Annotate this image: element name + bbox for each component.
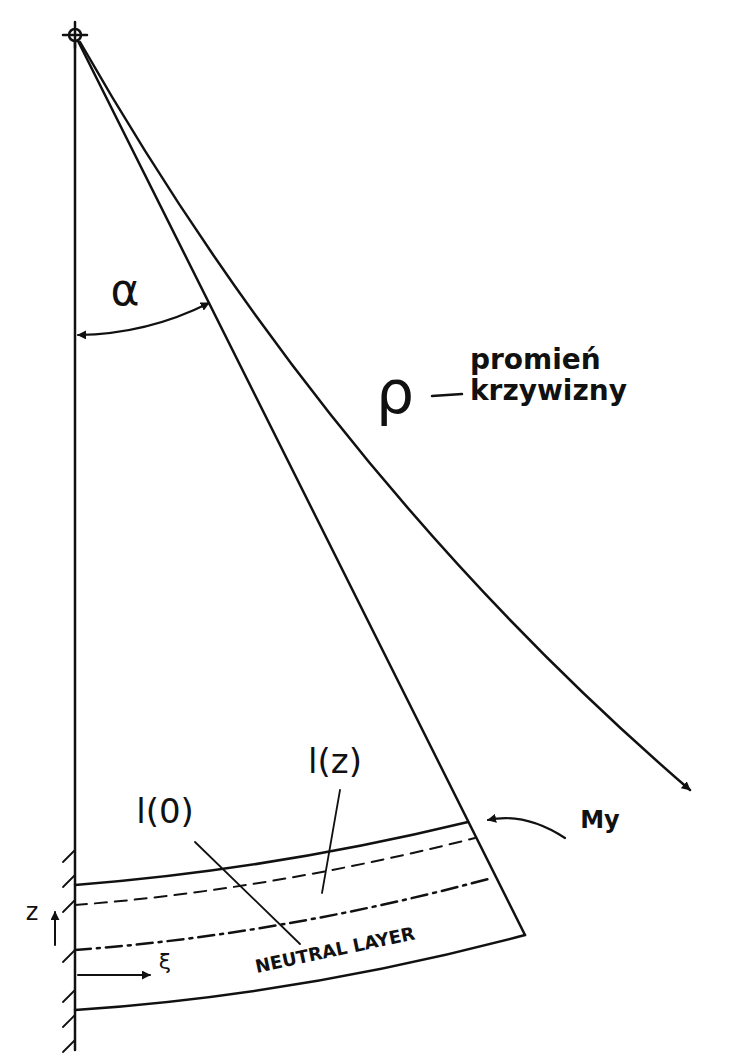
z-axis-arrow bbox=[54, 912, 56, 945]
wall-hatching bbox=[63, 850, 75, 1052]
radius-arrow bbox=[80, 42, 690, 790]
beam-top bbox=[75, 822, 468, 885]
length-label: l(z) bbox=[308, 743, 362, 780]
angle-arc bbox=[78, 303, 209, 335]
leader-line bbox=[195, 842, 300, 944]
neutral-layer-label: NEUTRAL LAYER bbox=[253, 923, 416, 976]
length-label: l(0) bbox=[136, 793, 194, 830]
xi-axis-arrow bbox=[78, 974, 150, 976]
fibre-line bbox=[75, 838, 475, 905]
axis-label: z bbox=[26, 899, 39, 925]
radial-line bbox=[78, 41, 525, 935]
dash bbox=[432, 394, 462, 396]
radius-caption: promień krzywizny bbox=[470, 345, 660, 407]
moment-label: My bbox=[580, 807, 620, 833]
moment-arrow bbox=[488, 818, 565, 838]
leader-line bbox=[322, 790, 340, 893]
vertical-axis bbox=[74, 41, 77, 1050]
axis-label: ξ bbox=[159, 950, 171, 974]
neutral-layer-line bbox=[75, 878, 492, 950]
angle-label: α bbox=[110, 266, 139, 314]
radius-symbol: ρ bbox=[376, 359, 414, 425]
